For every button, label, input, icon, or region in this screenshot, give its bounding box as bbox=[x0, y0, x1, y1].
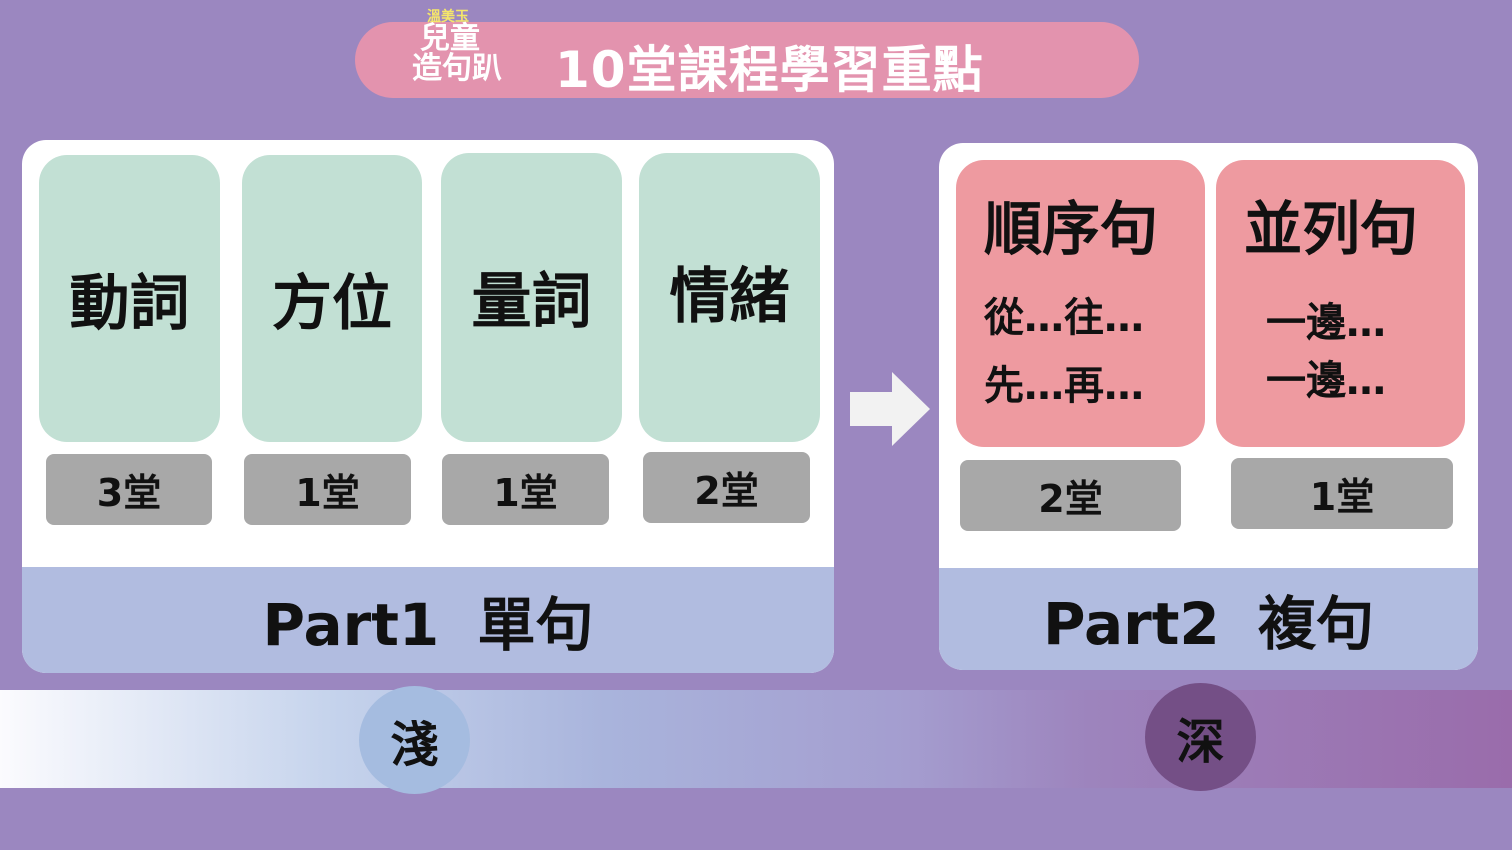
logo: 溫美玉 兒童 造句趴 bbox=[412, 10, 524, 110]
logo-line: 兒童 bbox=[420, 21, 480, 56]
example: 一邊… bbox=[1266, 358, 1386, 404]
part2-panel: 順序句 從…往… 先…再… 並列句 一邊… 一邊… 2堂 1堂 Part2 複句 bbox=[939, 143, 1478, 670]
lesson-count: 2堂 bbox=[643, 452, 810, 523]
topic-card: 量詞 bbox=[441, 153, 622, 442]
lesson-count: 1堂 bbox=[442, 454, 609, 525]
part1-panel: 動詞 方位 量詞 情緒 3堂 1堂 1堂 2堂 Part1 單句 bbox=[22, 140, 834, 673]
topic-card: 並列句 一邊… 一邊… bbox=[1216, 160, 1465, 447]
topic-card: 方位 bbox=[242, 155, 422, 442]
example: 一邊… bbox=[1266, 300, 1386, 346]
arrow-right-icon bbox=[850, 372, 930, 446]
part1-label: Part1 單句 bbox=[22, 567, 834, 673]
deep-marker: 深 bbox=[1145, 683, 1256, 791]
topic-name: 並列句 bbox=[1244, 195, 1419, 263]
page-title: 10堂課程學習重點 bbox=[555, 41, 984, 99]
lesson-count: 2堂 bbox=[960, 460, 1181, 531]
topic-card: 順序句 從…往… 先…再… bbox=[956, 160, 1205, 447]
logo-line: 溫美玉 bbox=[427, 9, 469, 25]
part2-label: Part2 複句 bbox=[939, 568, 1478, 670]
shallow-marker: 淺 bbox=[359, 686, 470, 794]
lesson-count: 1堂 bbox=[1231, 458, 1453, 529]
lesson-count: 1堂 bbox=[244, 454, 411, 525]
example: 先…再… bbox=[984, 363, 1144, 409]
topic-name: 順序句 bbox=[984, 195, 1159, 263]
depth-scale-bar bbox=[0, 690, 1512, 788]
title-banner bbox=[355, 22, 1139, 98]
example: 從…往… bbox=[984, 295, 1144, 341]
topic-name: 方位 bbox=[272, 269, 392, 339]
topic-name: 量詞 bbox=[471, 267, 592, 337]
topic-card: 動詞 bbox=[39, 155, 220, 442]
logo-line: 造句趴 bbox=[412, 51, 502, 86]
topic-card: 情緒 bbox=[639, 153, 820, 442]
lesson-count: 3堂 bbox=[46, 454, 212, 525]
topic-name: 情緒 bbox=[669, 262, 790, 332]
topic-name: 動詞 bbox=[69, 269, 190, 339]
